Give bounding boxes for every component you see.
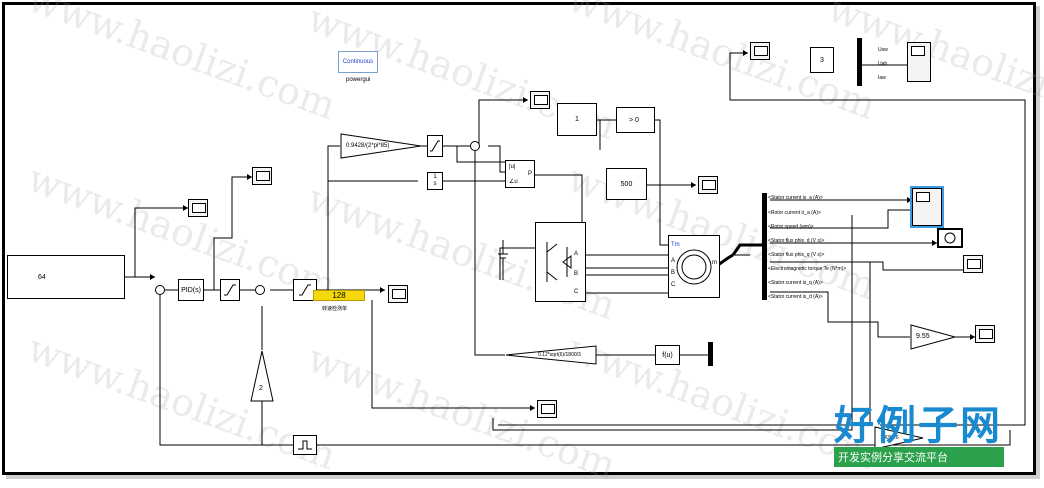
constant-500-block[interactable]: 500 xyxy=(606,168,647,200)
constant-3-value: 3 xyxy=(820,56,824,64)
pid-label: PID(s) xyxy=(181,286,201,294)
constant-500-value: 500 xyxy=(620,180,633,188)
sum-block[interactable] xyxy=(470,141,480,151)
switch-label: > 0 xyxy=(629,116,639,124)
polar-block[interactable]: |u| ∠u P xyxy=(505,160,535,188)
mux-output-label: Iaw xyxy=(878,75,886,81)
saturation-block[interactable] xyxy=(220,279,240,301)
scope-block[interactable] xyxy=(907,42,931,82)
scope-block[interactable] xyxy=(698,176,718,194)
diagram-frame xyxy=(2,2,1036,475)
integrator-num: 1 xyxy=(433,174,437,180)
scope-block[interactable] xyxy=(537,400,557,418)
display-caption: 转速检测单 xyxy=(322,306,348,312)
scope-block[interactable] xyxy=(963,255,983,273)
scope-block[interactable] xyxy=(975,325,995,343)
bus-signal: <Stator flux phis_d (V s)> xyxy=(768,238,825,244)
constant-64-block[interactable]: 64 xyxy=(7,255,125,299)
scope-block[interactable] xyxy=(750,42,770,60)
polar-p-label: P xyxy=(528,171,533,177)
scope-block[interactable] xyxy=(188,199,208,217)
relay-block[interactable] xyxy=(293,435,317,455)
gain-955-value: 9.55 xyxy=(916,333,930,340)
inverter-port-b: B xyxy=(574,271,579,277)
saturation-block[interactable] xyxy=(427,135,443,157)
rate-limiter-icon xyxy=(299,284,311,296)
bus-signal: <Stator current is_d (A)> xyxy=(768,294,823,300)
machine-port-a: A xyxy=(671,258,676,264)
constant-64-value: 64 xyxy=(38,273,46,281)
scope-block[interactable] xyxy=(388,285,408,303)
machine-m-port: m xyxy=(712,260,717,266)
motor-icon xyxy=(676,249,712,284)
bus-signal: <Electromagnetic torque Te (N*m)> xyxy=(768,266,847,272)
fcn-block[interactable]: f(u) xyxy=(655,345,680,365)
xy-graph-icon xyxy=(944,232,956,244)
igbt-icon xyxy=(546,242,571,282)
powergui-block[interactable]: Continuous xyxy=(338,51,378,73)
bus-signal: <Rotor speed (wm)> xyxy=(768,224,814,230)
bus-selector-block[interactable] xyxy=(762,193,767,300)
gain-2-value: 2 xyxy=(259,385,263,392)
constant-3-block[interactable]: 3 xyxy=(810,47,834,73)
polar-angle-label: ∠u xyxy=(509,179,518,185)
pid-block[interactable]: PID(s) xyxy=(178,279,204,301)
bus-signal: <Stator current is_a (A)> xyxy=(768,195,823,201)
frame-shadow xyxy=(6,6,1040,479)
gain-012-block[interactable] xyxy=(505,345,597,365)
integrator-den: s xyxy=(433,181,437,187)
scope-block[interactable] xyxy=(530,91,550,109)
logo-subtitle: 开发实例分享交流平台 xyxy=(834,447,1004,467)
bus-signal: <Stator flux phis_q (V s)> xyxy=(768,252,825,258)
machine-port-b: B xyxy=(671,270,676,276)
integrator-block[interactable]: 1 s xyxy=(427,172,443,190)
machine-port-c: C xyxy=(671,282,676,288)
dc-source-icon xyxy=(498,240,508,280)
constant-1-block[interactable]: 1 xyxy=(557,103,597,136)
asynchronous-machine-block[interactable] xyxy=(668,235,720,298)
gain-012-label: 0.12*sqrt(6)/1800/3 xyxy=(538,352,581,358)
gain-143-block[interactable] xyxy=(874,426,924,450)
inverter-block[interactable] xyxy=(535,222,586,302)
saturation-icon xyxy=(430,140,440,152)
powergui-caption: powergui xyxy=(346,77,371,83)
mux-block[interactable] xyxy=(857,38,862,86)
machine-tm-port: Tm xyxy=(671,242,680,248)
fcn-label: f(u) xyxy=(662,351,673,359)
bus-signal: <Rotor current ir_a (A)> xyxy=(768,210,821,216)
mux-output-label: Usw xyxy=(878,47,888,53)
gain-0942-label: 0.9428/(2*pi*85) xyxy=(346,143,390,149)
inverter-port-a: A xyxy=(574,251,579,257)
gain-2-block[interactable] xyxy=(250,350,274,402)
sum-block[interactable] xyxy=(255,285,265,295)
constant-1-value: 1 xyxy=(575,116,579,123)
gain-0942-block[interactable] xyxy=(340,133,422,159)
scope-block[interactable] xyxy=(252,167,272,185)
scope-block-selected[interactable] xyxy=(910,186,944,228)
inverter-port-c: C xyxy=(574,289,579,295)
bus-signal: <Stator current is_q (A)> xyxy=(768,280,823,286)
mux-output-label: Uab xyxy=(878,61,888,67)
sum-block[interactable] xyxy=(155,285,165,295)
gain-143-label: 1.43*3.6 xyxy=(880,435,899,441)
switch-block[interactable]: > 0 xyxy=(616,107,655,133)
display-block[interactable]: 128 xyxy=(313,290,365,301)
powergui-label: Continuous xyxy=(342,59,374,65)
xy-graph-block[interactable] xyxy=(937,228,963,248)
logo-title: 好例子网 xyxy=(834,403,1002,449)
saturation-icon xyxy=(224,284,236,296)
site-logo: 好例子网 开发实例分享交流平台 xyxy=(834,405,1004,467)
display-value: 128 xyxy=(332,291,346,300)
polar-mag-label: |u| xyxy=(509,164,516,170)
mux-block[interactable] xyxy=(708,342,713,366)
gain-955-block[interactable] xyxy=(910,324,956,350)
step-icon xyxy=(298,440,312,450)
